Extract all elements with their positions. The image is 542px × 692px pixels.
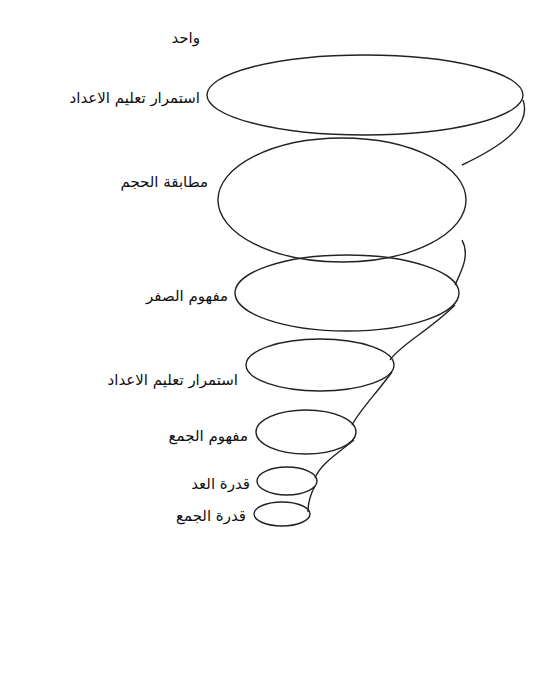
stage-label: قدرة العد bbox=[191, 475, 250, 493]
spiral-loop bbox=[207, 55, 523, 135]
spiral-loop bbox=[246, 339, 394, 391]
stage-label: استمرار تعليم الاعداد bbox=[70, 89, 200, 107]
heading-note: واحد bbox=[171, 29, 200, 47]
stage-label: مفهوم الصفر bbox=[146, 287, 228, 305]
stage-label: مفهوم الجمع bbox=[169, 427, 248, 445]
spiral-loop bbox=[257, 467, 317, 495]
spiral-loop bbox=[256, 410, 356, 454]
spiral-loop bbox=[235, 255, 459, 331]
stage-label: مطابقة الحجم bbox=[120, 173, 208, 191]
stage-label: قدرة الجمع bbox=[176, 507, 246, 525]
stage-label: استمرار تعليم الاعداد bbox=[108, 371, 238, 389]
spiral-coil bbox=[308, 100, 525, 512]
spiral-loop bbox=[254, 502, 310, 526]
spiral-loop bbox=[218, 138, 466, 262]
